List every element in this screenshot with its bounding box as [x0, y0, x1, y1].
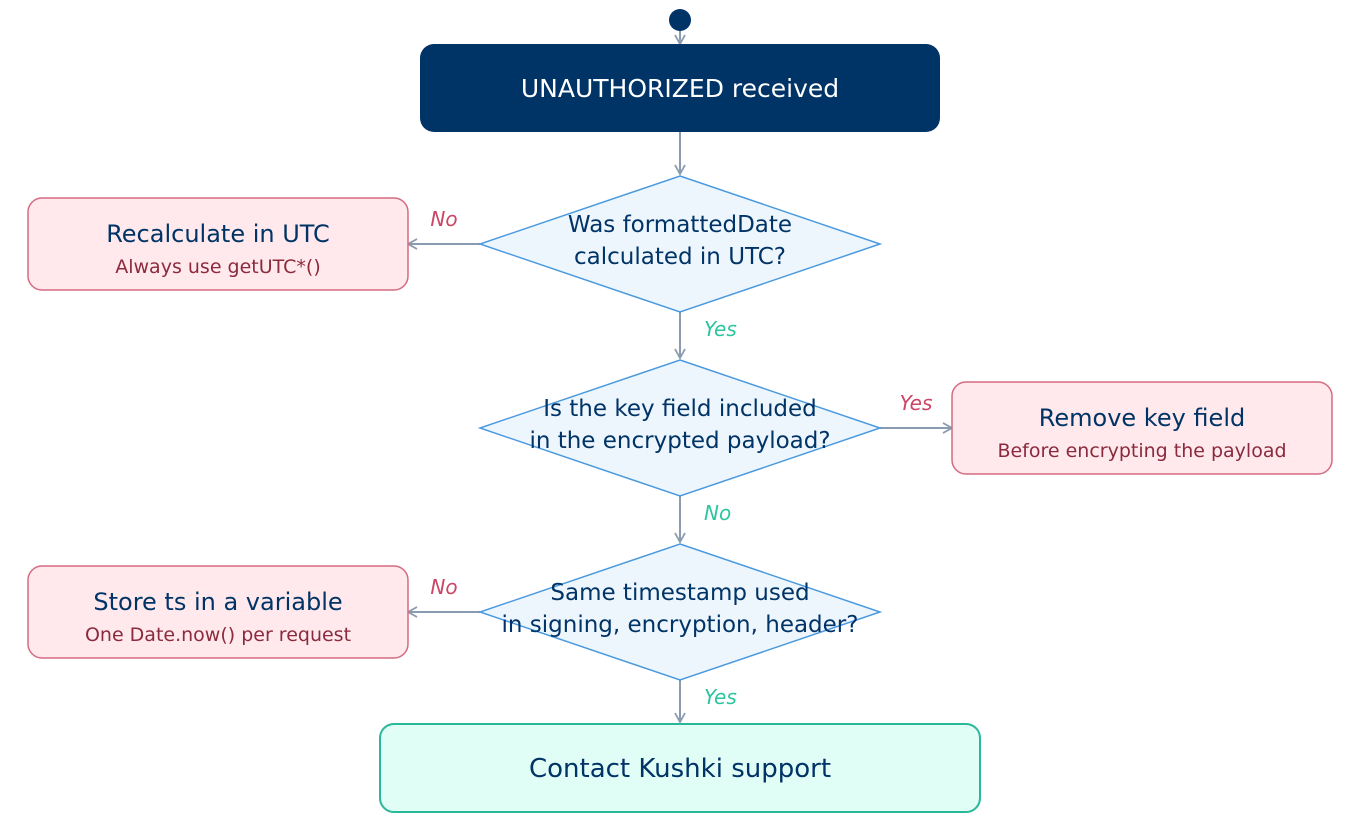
end-box: Contact Kushki support — [379, 723, 981, 813]
fix-remove-key-field: Remove key field Before encrypting the p… — [951, 381, 1333, 475]
end-title: Contact Kushki support — [529, 754, 831, 784]
decision-utc-line-2: calculated in UTC? — [574, 244, 786, 270]
decision-utc-branch-label: No — [430, 207, 457, 231]
fix-remove-key-field-subtitle: Before encrypting the payload — [997, 440, 1286, 462]
connectors — [406, 31, 954, 724]
decision-timestamp-branch-label: No — [430, 575, 457, 599]
decision-timestamp-line-2: in signing, encryption, header? — [502, 612, 859, 638]
fix-recalculate-utc: Recalculate in UTC Always use getUTC*() — [27, 197, 409, 291]
trigger-title: UNAUTHORIZED received — [521, 74, 839, 103]
fix-store-timestamp-subtitle: One Date.now() per request — [85, 624, 351, 646]
decision-key-field-continue-label: No — [704, 501, 731, 525]
trigger-box: UNAUTHORIZED received — [420, 44, 940, 132]
decision-timestamp: Same timestamp used in signing, encrypti… — [477, 543, 883, 681]
fix-store-timestamp: Store ts in a variable One Date.now() pe… — [27, 565, 409, 659]
decision-key-field-line-2: in the encrypted payload? — [529, 428, 830, 454]
decision-timestamp-line-1: Same timestamp used — [550, 580, 809, 606]
decision-key-field-line-1: Is the key field included — [543, 396, 817, 422]
decision-key-field: Is the key field included in the encrypt… — [477, 359, 883, 497]
fix-recalculate-utc-title: Recalculate in UTC — [106, 220, 330, 248]
decision-timestamp-continue-label: Yes — [704, 685, 737, 709]
fix-store-timestamp-title: Store ts in a variable — [93, 588, 342, 616]
decision-utc-continue-label: Yes — [704, 317, 737, 341]
start-node — [669, 9, 691, 31]
decision-utc-line-1: Was formattedDate — [568, 212, 792, 238]
fix-remove-key-field-title: Remove key field — [1039, 404, 1245, 432]
decision-utc: Was formattedDate calculated in UTC? — [477, 175, 883, 313]
decision-key-field-branch-label: Yes — [900, 391, 933, 415]
fix-recalculate-utc-subtitle: Always use getUTC*() — [115, 256, 321, 278]
